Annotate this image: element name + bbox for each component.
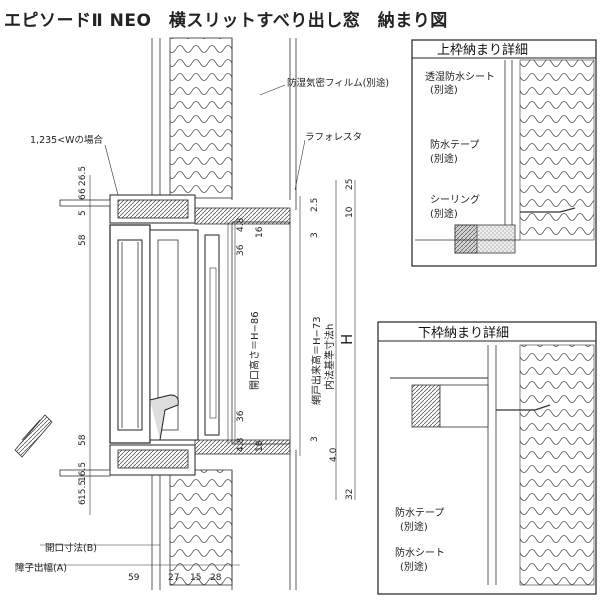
dim-left-2: 26.5: [78, 166, 88, 186]
dim-right-5: 3: [310, 436, 320, 442]
dim-left-1: 6: [78, 188, 88, 194]
inner-ref-label: 内法基準寸法h: [323, 324, 336, 390]
bottom-label-2: (別途): [400, 520, 428, 533]
bottom-label-1: 防水テープ: [395, 506, 444, 519]
opening-dim-b: 開口寸法(B): [45, 542, 97, 554]
dim-bottom-2: 27: [168, 573, 179, 583]
top-label-5: シーリング: [430, 193, 480, 206]
dim-left-9: 6: [78, 499, 88, 505]
detail-bottom-title: 下枠納まり詳細: [418, 325, 509, 341]
film-label: 防湿気密フィルム(別途): [287, 77, 389, 89]
screen-height-label: 網戸出来高＝H−73: [310, 316, 323, 405]
dim-left-6: 58: [78, 434, 88, 446]
top-label-6: (別途): [430, 207, 458, 220]
page-title: エピソードⅡ NEO 横スリットすべり出し窓 納まり図: [4, 11, 448, 31]
dim-center-2: 16: [255, 226, 265, 238]
bottom-label-3: 防水シート: [395, 546, 445, 559]
main-section: [14, 37, 297, 590]
dim-center-4: 36: [236, 410, 246, 422]
top-label-2: (別途): [430, 83, 458, 96]
opening-height-label: 開口高さ＝H−86: [248, 311, 261, 390]
dim-left-3: 5: [78, 210, 88, 216]
detail-bottom-box: 下枠納まり詳細 防水テープ (別途) 防水シート (別途): [377, 321, 597, 595]
dim-left-4: 6: [78, 194, 88, 200]
dim-center-5: 4.8: [236, 437, 246, 452]
top-label-3: 防水テープ: [430, 138, 479, 151]
dim-left-5: 58: [78, 234, 88, 246]
dim-bottom-4: 28: [210, 573, 222, 583]
dim-center-3: 36: [236, 244, 246, 256]
dim-center-1: 4.8: [236, 217, 246, 232]
dim-bottom-1: 59: [128, 573, 140, 583]
detail-top-title: 上枠納まり詳細: [437, 42, 528, 58]
obstacle-a: 障子出幅(A): [15, 562, 67, 574]
case-label: 1,235<Wの場合: [30, 134, 104, 146]
dim-left-7: 16.5: [78, 462, 88, 482]
h-dimension-label: H: [338, 334, 356, 345]
bottom-label-4: (別途): [400, 560, 428, 573]
dim-center-6: 18: [255, 440, 265, 452]
dim-left-8: 15.5: [78, 480, 88, 500]
detail-top-box: 上枠納まり詳細 透湿防水シート (別途) 防水テープ (別途) シーリング (別…: [411, 39, 597, 267]
dim-right-3: 10: [345, 206, 355, 218]
top-label-1: 透湿防水シート: [425, 70, 495, 83]
dim-right-4: 3: [310, 232, 320, 238]
dim-right-7: 32: [345, 489, 355, 500]
dim-right-6: 4.0: [329, 447, 339, 462]
top-label-4: (別途): [430, 152, 458, 165]
dim-right-2: 2.5: [310, 198, 320, 212]
dim-right-1: 25: [345, 179, 355, 190]
dim-bottom-3: 15: [190, 573, 201, 583]
lafo-label: ラフォレスタ: [305, 132, 362, 143]
